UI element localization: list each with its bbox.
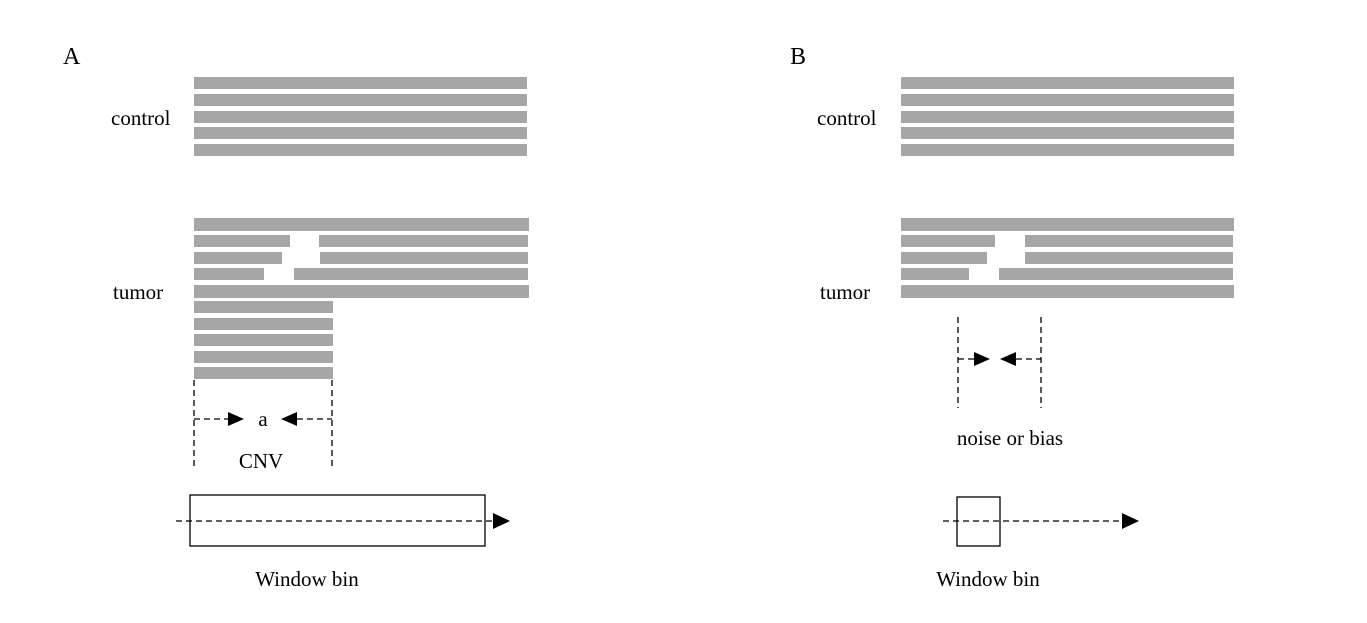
panel-b-label: B xyxy=(790,44,806,70)
panel-b-control-reads xyxy=(901,77,1234,156)
tumor-read xyxy=(320,252,528,264)
interval-marker: a xyxy=(258,407,268,431)
panel-a: A control tumor xyxy=(63,44,529,591)
panel-b-control-label: control xyxy=(817,106,877,130)
control-read xyxy=(194,144,527,156)
tumor-read xyxy=(194,235,290,247)
tumor-read xyxy=(294,268,528,280)
control-read xyxy=(194,127,527,139)
panel-b-tumor-reads xyxy=(901,218,1234,298)
panel-a-cnv-interval: a CNV xyxy=(193,380,333,473)
tumor-read xyxy=(319,235,528,247)
tumor-read xyxy=(901,252,987,264)
tumor-read xyxy=(901,268,969,280)
panel-b: B control tumor noise or xyxy=(790,44,1234,591)
panel-b-window-caption: Window bin xyxy=(936,567,1040,591)
panel-a-window-bin: Window bin xyxy=(176,494,510,591)
tumor-read xyxy=(901,235,995,247)
arrowhead-right-icon xyxy=(228,412,244,426)
arrow-right-icon xyxy=(493,513,510,529)
cnv-read xyxy=(194,318,333,330)
tumor-read xyxy=(901,218,1234,231)
panel-a-tumor-reads xyxy=(194,218,529,379)
panel-b-region-caption: noise or bias xyxy=(957,426,1063,450)
control-read xyxy=(901,144,1234,156)
cnv-read xyxy=(194,351,333,363)
cnv-read xyxy=(194,367,333,379)
control-read xyxy=(901,111,1234,123)
tumor-read xyxy=(194,285,529,298)
cnv-read xyxy=(194,334,333,346)
panel-a-region-caption: CNV xyxy=(239,449,283,473)
arrowhead-right-icon xyxy=(974,352,990,366)
cnv-read xyxy=(194,301,333,313)
control-read xyxy=(901,127,1234,139)
panel-a-control-label: control xyxy=(111,106,171,130)
panel-b-noise-interval: noise or bias xyxy=(957,317,1063,450)
arrowhead-left-icon xyxy=(281,412,297,426)
arrow-right-icon xyxy=(1122,513,1139,529)
tumor-read xyxy=(1025,235,1233,247)
control-read xyxy=(194,77,527,89)
tumor-read xyxy=(194,268,264,280)
panel-a-label: A xyxy=(63,44,81,70)
tumor-read xyxy=(194,252,282,264)
tumor-read xyxy=(901,285,1234,298)
panel-a-control-reads xyxy=(194,77,527,156)
tumor-read xyxy=(1025,252,1233,264)
panel-a-tumor-label: tumor xyxy=(113,280,163,304)
panel-b-tumor-label: tumor xyxy=(820,280,870,304)
arrowhead-left-icon xyxy=(1000,352,1016,366)
control-read xyxy=(194,111,527,123)
control-read xyxy=(194,94,527,106)
tumor-read xyxy=(194,218,529,231)
panel-a-window-caption: Window bin xyxy=(255,567,359,591)
tumor-read xyxy=(999,268,1233,280)
control-read xyxy=(901,94,1234,106)
control-read xyxy=(901,77,1234,89)
panel-b-window-bin: Window bin xyxy=(936,496,1139,591)
